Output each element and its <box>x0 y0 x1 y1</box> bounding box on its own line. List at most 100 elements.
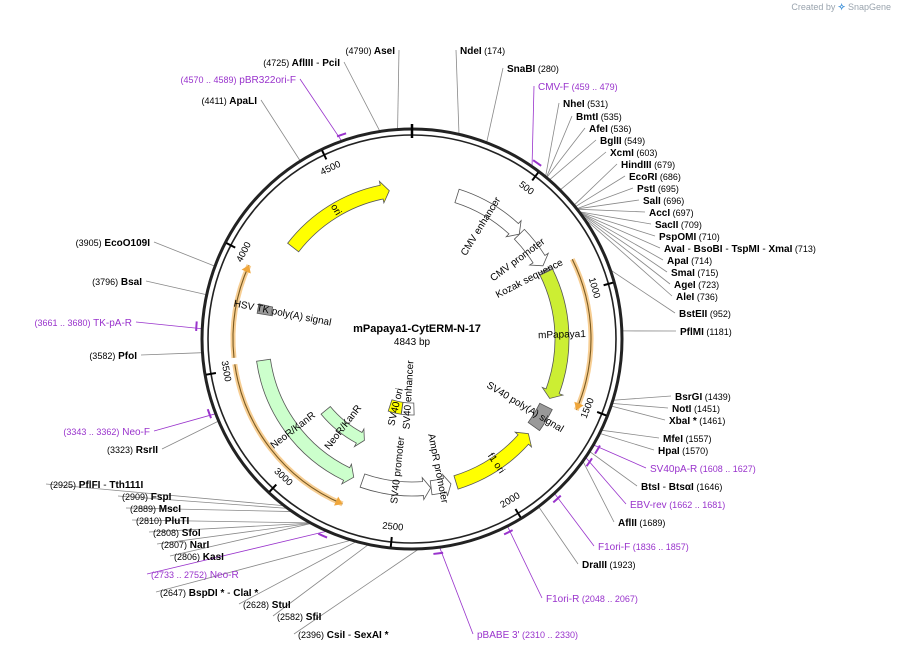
primer-label-pbabe-3-[interactable]: pBABE 3' (2310 .. 2330) <box>477 630 578 641</box>
primer-label-neo-r[interactable]: (2733 .. 2752) Neo-R <box>151 570 239 581</box>
site-label-fspi[interactable]: (2909) FspI <box>122 492 172 503</box>
site-label-noti[interactable]: NotI (1451) <box>672 404 720 415</box>
site-label-bsteii[interactable]: BstEII (952) <box>679 309 731 320</box>
leader-line <box>546 127 586 179</box>
site-label-sfii[interactable]: (2582) SfiI <box>277 612 322 623</box>
feature-cmv-promoter <box>513 228 550 267</box>
primer-label-pbr322ori-f[interactable]: (4570 .. 4589) pBR322ori-F <box>180 75 296 86</box>
site-label-avai-bsobi-tspmi-xmai[interactable]: AvaI - BsoBI - TspMI - XmaI (713) <box>664 244 816 255</box>
primer-mark <box>532 159 542 167</box>
site-label-afei[interactable]: AfeI (536) <box>589 124 631 135</box>
site-label-bspdi-clai-[interactable]: (2647) BspDI * - ClaI * <box>160 588 258 599</box>
site-label-afliii-pcii[interactable]: (4725) AflIII - PciI <box>263 58 340 69</box>
site-label-kasi[interactable]: (2806) KasI <box>174 552 224 563</box>
site-label-bglii[interactable]: BglII (549) <box>600 136 645 147</box>
site-label-pflmi[interactable]: PflMI (1181) <box>680 327 732 338</box>
primer-mark <box>206 408 212 419</box>
label-part: BmtI <box>576 112 598 123</box>
leader-line <box>272 544 369 617</box>
label-part: (1646) <box>694 482 723 492</box>
site-label-sacii[interactable]: SacII (709) <box>655 220 702 231</box>
site-label-stui[interactable]: (2628) StuI <box>243 600 291 611</box>
primer-label-f1ori-r[interactable]: F1ori-R (2048 .. 2067) <box>546 594 638 605</box>
feature-sv40-enhancer <box>400 401 415 416</box>
leader-line <box>293 548 420 635</box>
label-part: - <box>660 482 669 493</box>
label-part: (4790) <box>345 46 371 56</box>
site-label-snabi[interactable]: SnaBI (280) <box>507 64 559 75</box>
site-label-aflii[interactable]: AflII (1689) <box>618 518 665 529</box>
leader-line <box>161 420 219 450</box>
site-label-bsrgi[interactable]: BsrGI (1439) <box>675 392 731 403</box>
primer-label-sv40pa-r[interactable]: SV40pA-R (1608 .. 1627) <box>650 464 756 475</box>
label-part: HindIII <box>621 160 652 171</box>
site-label-csii-sexai-[interactable]: (2396) CsiI - SexAI * <box>298 630 389 641</box>
scale-tick <box>321 149 328 160</box>
leader-line <box>611 403 669 409</box>
site-label-pfoi[interactable]: (3582) PfoI <box>89 351 137 362</box>
label-part: (686) <box>657 172 681 182</box>
primer-mark <box>336 132 347 138</box>
leader-line <box>169 523 312 557</box>
site-label-sfoi[interactable]: (2808) SfoI <box>153 528 201 539</box>
orf-arcs <box>195 132 601 555</box>
leader-line <box>577 208 646 213</box>
label-part: (3323) <box>107 445 133 455</box>
label-part: NdeI <box>460 46 482 57</box>
leader-line <box>155 539 352 593</box>
label-part: KasI <box>200 552 224 563</box>
site-label-ecori[interactable]: EcoRI (686) <box>629 172 681 183</box>
label-part: (696) <box>661 196 685 206</box>
site-label-agei[interactable]: AgeI (723) <box>674 280 719 291</box>
site-label-bmti[interactable]: BmtI (535) <box>576 112 622 123</box>
site-label-hpai[interactable]: HpaI (1570) <box>658 446 708 457</box>
site-label-xbai-[interactable]: XbaI * (1461) <box>669 416 725 427</box>
site-label-msci[interactable]: (2889) MscI <box>130 504 181 515</box>
label-part: SfoI <box>179 528 201 539</box>
site-label-psti[interactable]: PstI (695) <box>637 184 679 195</box>
primer-label-cmv-f[interactable]: CMV-F (459 .. 479) <box>538 82 618 93</box>
site-label-pspomi[interactable]: PspOMI (710) <box>659 232 720 243</box>
site-label-draiii[interactable]: DraIII (1923) <box>582 560 636 571</box>
site-label-btsi-bts-i[interactable]: BtsI - BtsαI (1646) <box>641 482 722 493</box>
site-label-hindiii[interactable]: HindIII (679) <box>621 160 675 171</box>
site-label-smai[interactable]: SmaI (715) <box>671 268 718 279</box>
site-label-mfei[interactable]: MfeI (1557) <box>663 434 712 445</box>
site-label-pflfi-tth111i[interactable]: (2925) PflFI - Tth111I <box>50 480 143 491</box>
site-label-apai[interactable]: ApaI (714) <box>667 256 712 267</box>
primer-mark <box>503 529 514 536</box>
label-part: (2889) <box>130 504 156 514</box>
label-part: DraIII <box>582 560 607 571</box>
site-label-asei[interactable]: (4790) AseI <box>345 46 395 57</box>
primer-label-f1ori-f[interactable]: F1ori-F (1836 .. 1857) <box>598 542 689 553</box>
primer-label-ebv-rev[interactable]: EBV-rev (1662 .. 1681) <box>630 500 725 511</box>
label-part: - <box>723 244 732 255</box>
site-label-rsrii[interactable]: (3323) RsrII <box>107 445 158 456</box>
site-label-ecoo109i[interactable]: (3905) EcoO109I <box>76 238 151 249</box>
feature-label: AmpR promoter <box>425 433 450 505</box>
site-label-nhei[interactable]: NheI (531) <box>563 99 608 110</box>
site-label-acci[interactable]: AccI (697) <box>649 208 694 219</box>
site-label-nari[interactable]: (2807) NarI <box>161 540 209 551</box>
site-label-ndei[interactable]: NdeI (174) <box>460 46 505 57</box>
primer-mark <box>433 551 444 555</box>
site-label-bsai[interactable]: (3796) BsaI <box>92 277 142 288</box>
label-part: (2733 .. 2752) <box>151 570 207 580</box>
label-part: PstI <box>637 184 656 195</box>
site-label-alei[interactable]: AleI (736) <box>676 292 718 303</box>
primer-label-tk-pa-r[interactable]: (3661 .. 3680) TK-pA-R <box>34 318 132 329</box>
site-label-apali[interactable]: (4411) ApaLI <box>201 96 257 107</box>
leader-line <box>117 495 288 509</box>
label-part: - <box>100 480 109 491</box>
primer-label-neo-f[interactable]: (3343 .. 3362) Neo-F <box>63 427 150 438</box>
primer-mark <box>552 494 562 504</box>
snapgene-logo-icon: ✧ <box>837 2 846 12</box>
label-part: BspDI * <box>186 588 224 599</box>
label-part: ApaLI <box>227 96 257 107</box>
label-part: (1451) <box>691 404 720 414</box>
site-label-sali[interactable]: SalI (696) <box>643 196 684 207</box>
site-labels[interactable]: (4790) AseI (4725) AflIII - PciI (4570 .. … <box>34 46 815 641</box>
site-label-xcmi[interactable]: XcmI (603) <box>610 148 657 159</box>
label-part: pBR322ori-F <box>237 75 296 86</box>
site-label-pluti[interactable]: (2810) PluTI <box>136 516 189 527</box>
